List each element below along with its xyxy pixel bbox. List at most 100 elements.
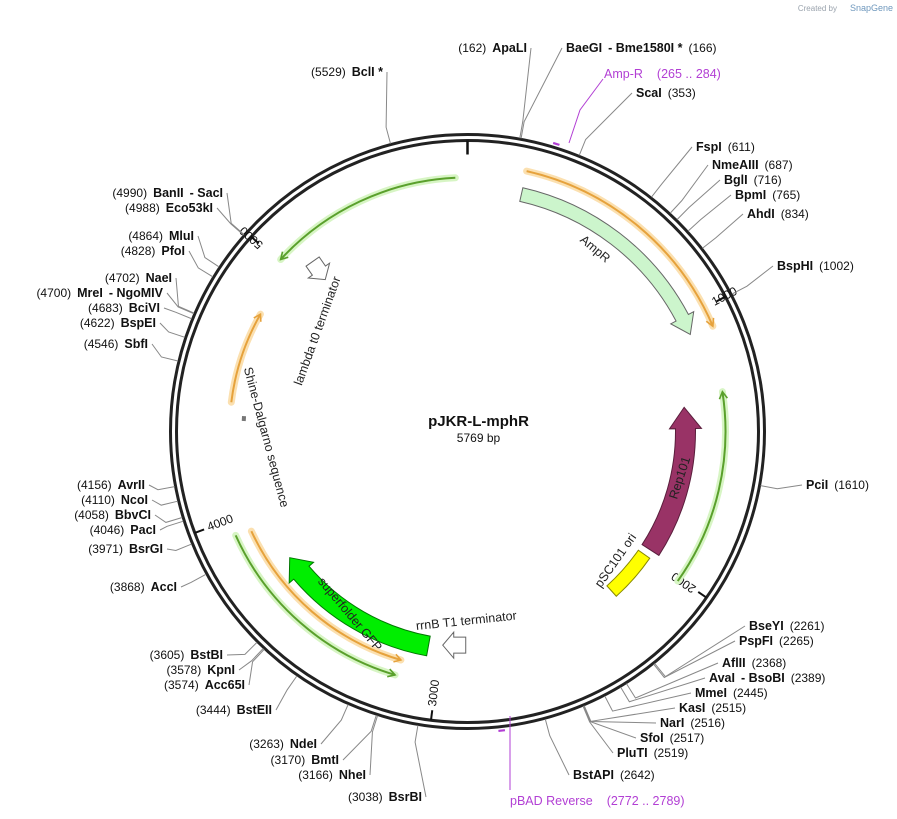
site-leader [166,543,192,552]
site-label: (3605)BstBI [150,648,223,662]
restriction-site[interactable]: (4828)PfoI [121,244,214,278]
restriction-site[interactable]: (4683)BciVI [88,301,192,320]
restriction-site[interactable]: AvaI- BsoBI(2389) [620,671,826,703]
restriction-site[interactable]: BspHI(1002) [731,259,854,295]
restriction-site[interactable]: (3166)NheI [298,715,379,782]
plasmid-name: pJKR-L-mphR [428,413,529,430]
restriction-site[interactable]: PciI(1610) [760,478,869,492]
site-leader [651,146,693,198]
restriction-site[interactable]: (4988)Eco53kI [125,201,244,236]
restriction-site[interactable]: (3868)AccI [110,573,207,594]
restriction-site[interactable]: (5529)BclI * [311,65,391,144]
site-label: (4058)BbvCI [74,508,151,522]
site-leader [248,649,265,686]
orf-arc [250,530,402,661]
feature-lambda-t0-terminator[interactable] [302,254,336,287]
restriction-site[interactable]: (3444)BstEII [196,675,298,717]
site-leader [369,715,379,776]
restriction-site[interactable]: BstAPI(2642) [544,719,655,782]
coordinate-tick [429,710,434,721]
site-label: FspI(611) [696,140,755,154]
orf-arrowhead [705,317,715,328]
site-label: (4683)BciVI [88,301,160,315]
site-leader [226,642,258,656]
site-leader [578,92,633,156]
site-leader [414,725,427,798]
orf-arc [234,534,396,676]
feature-psc101-ori[interactable] [606,549,651,597]
restriction-site[interactable]: (4110)NcoI [81,493,178,507]
site-leader [385,71,391,144]
restriction-site[interactable]: (4058)BbvCI [74,508,183,523]
restriction-site[interactable]: FspI(611) [651,140,755,198]
restriction-site[interactable]: (4546)SbfI [84,337,179,362]
feature-rep101[interactable] [641,406,703,557]
credit-prefix: Created by [798,4,837,13]
plasmid-length: 5769 bp [457,431,501,445]
site-leader [151,499,178,506]
restriction-site[interactable]: (3170)BmtI [271,715,377,767]
coordinate-tick [716,295,726,303]
restriction-site[interactable]: BglI(716) [676,173,782,220]
orf-arc [230,313,262,403]
restriction-site[interactable]: BseYI(2261) [654,619,825,678]
feature-ampr[interactable] [519,187,695,336]
site-leader [226,192,245,235]
restriction-site[interactable]: ScaI(353) [578,86,696,156]
restriction-site[interactable]: (4700)MreI- NgoMIV [36,286,194,315]
restriction-site[interactable]: SfoI(2517) [583,705,705,745]
restriction-site[interactable]: PluTI(2519) [582,706,688,760]
site-label: MmeI(2445) [695,686,768,700]
restriction-site[interactable]: (3605)BstBI [150,642,258,662]
site-leader [159,520,184,531]
primer-mark [498,729,506,733]
restriction-site[interactable]: MmeI(2445) [604,686,768,712]
site-label: NmeAIII(687) [712,158,793,172]
site-leader [653,640,736,679]
restriction-site[interactable]: (4864)MluI [128,229,220,268]
feature-rrnb-t1-terminator[interactable] [442,630,467,660]
restriction-site[interactable]: (4622)BspEI [80,316,185,338]
restriction-site[interactable]: AflII(2368) [626,656,786,699]
site-label: (5529)BclI * [311,65,383,79]
restriction-site[interactable]: AhdI(834) [702,207,809,249]
primer-1[interactable]: pBAD Reverse(2772 .. 2789) [498,716,685,808]
site-label: (3574)Acc65I [164,678,245,692]
restriction-site[interactable]: (3263)NdeI [249,704,349,751]
orf-arrowhead [718,390,729,400]
restriction-site[interactable]: (4990)BanII- SacI [112,186,245,235]
site-label: PciI(1610) [806,478,869,492]
primer-0[interactable]: Amp-R(265 .. 284) [552,67,721,146]
site-label: (3038)BsrBI [348,790,422,804]
site-label: (162)ApaLI [458,41,527,55]
restriction-site[interactable]: (3578)KpnI [167,648,264,677]
restriction-site[interactable]: PspFI(2265) [653,634,814,679]
restriction-site[interactable]: (4702)NaeI [105,271,195,314]
coordinate-tick [250,235,260,245]
restriction-site[interactable]: (3971)BsrGI [88,542,192,556]
restriction-site[interactable]: (4156)AvrII [77,478,175,492]
site-label: (4622)BspEI [80,316,156,330]
restriction-site[interactable]: NmeAIII(687) [669,158,793,214]
site-label: (4990)BanII- SacI [112,186,223,200]
primer-label: Amp-R(265 .. 284) [604,67,721,81]
restriction-site[interactable]: (4046)PacI [90,520,184,537]
site-leader [148,484,175,491]
restriction-site[interactable]: BaeGI- Bme1580I *(166) [520,41,717,139]
feature-sfgfp[interactable] [288,557,431,657]
site-label: (4546)SbfI [84,337,148,351]
site-label: (3166)NheI [298,768,366,782]
restriction-site[interactable]: (3038)BsrBI [348,725,427,804]
site-leader [166,292,194,315]
site-label: AhdI(834) [747,207,809,221]
restriction-site[interactable]: BpmI(765) [687,188,800,232]
site-label: SfoI(2517) [640,731,704,745]
restriction-site[interactable]: (162)ApaLI [458,41,532,139]
site-label: (3578)KpnI [167,663,235,677]
site-leader [159,322,185,338]
site-leader [151,343,179,362]
orf-arrowhead [279,251,289,261]
restriction-site[interactable]: (3574)Acc65I [164,649,265,692]
site-label: (4864)MluI [128,229,194,243]
